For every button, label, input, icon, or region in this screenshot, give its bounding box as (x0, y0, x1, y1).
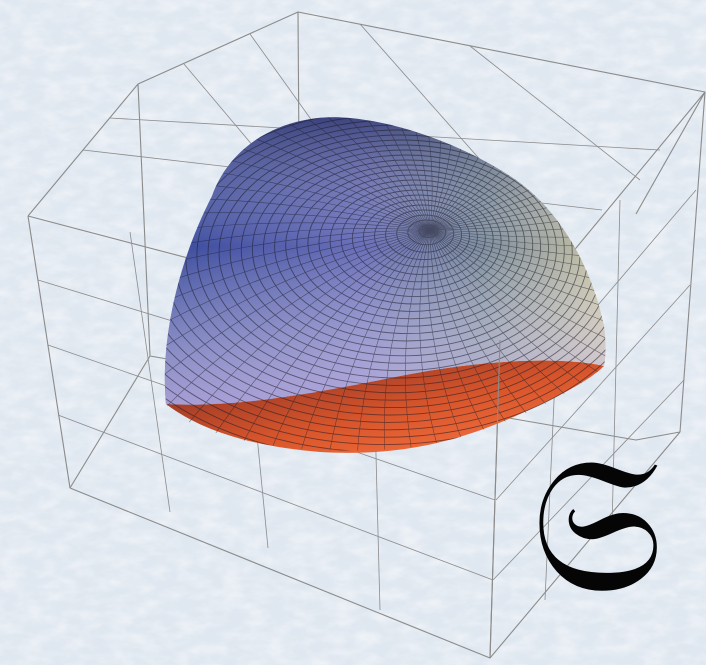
mesh-meridian (429, 229, 606, 443)
mesh-meridian (164, 117, 431, 231)
mesh-meridian (164, 222, 431, 257)
mesh-meridian (429, 117, 606, 231)
mesh-meridian (429, 117, 540, 231)
mesh-ring (164, 117, 606, 446)
fraktur-letter: 𝔖 (530, 414, 664, 635)
mesh-meridian (429, 229, 606, 381)
mesh-meridian (164, 117, 431, 231)
mesh-meridian (427, 229, 504, 451)
mesh-meridian (393, 117, 441, 231)
mesh-meridian (320, 229, 431, 451)
mesh-meridian (429, 117, 606, 231)
box-vertical-left (27, 215, 71, 489)
mesh-ring (164, 117, 606, 423)
mesh-ring (164, 117, 606, 438)
mesh-meridian (429, 127, 606, 231)
mesh-ring (385, 209, 463, 261)
mesh-meridian (429, 203, 606, 238)
mesh-meridian (321, 117, 431, 231)
mesh-meridian (219, 117, 431, 231)
mesh-meridian (429, 117, 606, 231)
mesh-meridian (429, 229, 606, 451)
mesh-meridian (164, 127, 431, 231)
mesh-meridian (429, 229, 606, 308)
mesh-meridian (429, 177, 606, 232)
mesh-meridian (164, 228, 431, 283)
mesh-meridian (384, 229, 431, 451)
mesh-ring (329, 184, 502, 298)
mesh-meridian (429, 117, 606, 231)
mesh-meridian (164, 117, 431, 231)
mesh-ring (164, 117, 606, 431)
mesh-ring (240, 144, 565, 357)
mesh-meridian (164, 117, 431, 231)
mesh-ring (164, 117, 606, 409)
mesh-ring (164, 117, 606, 416)
mesh-meridian (429, 229, 606, 451)
mesh-meridian (164, 152, 431, 231)
left-face-grid (129, 231, 171, 513)
box-vertical-right (679, 91, 706, 433)
mesh-ring (307, 174, 518, 312)
saddle-surface (164, 117, 606, 451)
mesh-ring (229, 139, 573, 364)
mesh-meridian (429, 229, 574, 451)
mesh-meridian (252, 117, 431, 231)
top-grid-line (469, 45, 641, 181)
mesh-meridian (429, 229, 606, 263)
mesh-meridian (164, 177, 431, 231)
mesh-meridian (429, 229, 606, 451)
mesh-meridian (164, 229, 431, 451)
mesh-meridian (429, 229, 606, 248)
mesh-meridian (429, 117, 606, 231)
mesh-meridian (164, 197, 431, 231)
mesh-meridian (164, 229, 431, 403)
mesh-meridian (286, 117, 431, 231)
mesh-meridian (429, 117, 456, 231)
mesh-meridian (429, 229, 606, 424)
mesh-meridian (164, 229, 431, 308)
right-face-grid (495, 284, 691, 501)
mesh-meridian (429, 229, 606, 333)
mesh-ring (296, 169, 526, 320)
mesh-meridian (419, 229, 467, 451)
mesh-meridian (164, 229, 431, 424)
box-bottom-left (69, 355, 151, 489)
mesh-meridian (429, 117, 574, 231)
mesh-meridian (252, 229, 431, 451)
box-front-edge-overlay (489, 339, 501, 659)
box-top-back-edge (137, 11, 706, 215)
mesh-meridian (404, 229, 431, 451)
mesh-meridian (429, 229, 606, 451)
mesh-ring (285, 164, 534, 327)
mesh-meridian (356, 117, 433, 231)
mesh-meridian (355, 229, 431, 451)
left-face-grid (57, 414, 494, 581)
mesh-ring (251, 149, 557, 349)
mesh-meridian (164, 229, 431, 381)
mesh-meridian (286, 229, 431, 451)
mesh-ring (318, 179, 510, 305)
right-face-grid (611, 199, 621, 529)
mesh-meridian (164, 117, 431, 231)
mesh-meridian (429, 229, 606, 283)
mesh-meridian (164, 117, 431, 231)
mesh-meridian (429, 117, 476, 231)
surface-shading (164, 117, 606, 405)
mesh-meridian (188, 117, 431, 231)
mesh-meridian (429, 117, 505, 231)
mesh-ring (274, 159, 542, 335)
mesh-meridian (164, 229, 431, 358)
mesh-meridian (429, 229, 606, 403)
mesh-meridian (164, 212, 431, 231)
mesh-meridian (164, 229, 431, 333)
mesh-meridian (429, 152, 606, 231)
mesh-meridian (429, 229, 539, 451)
mesh-ring (263, 154, 549, 342)
right-face-grid (492, 379, 685, 581)
